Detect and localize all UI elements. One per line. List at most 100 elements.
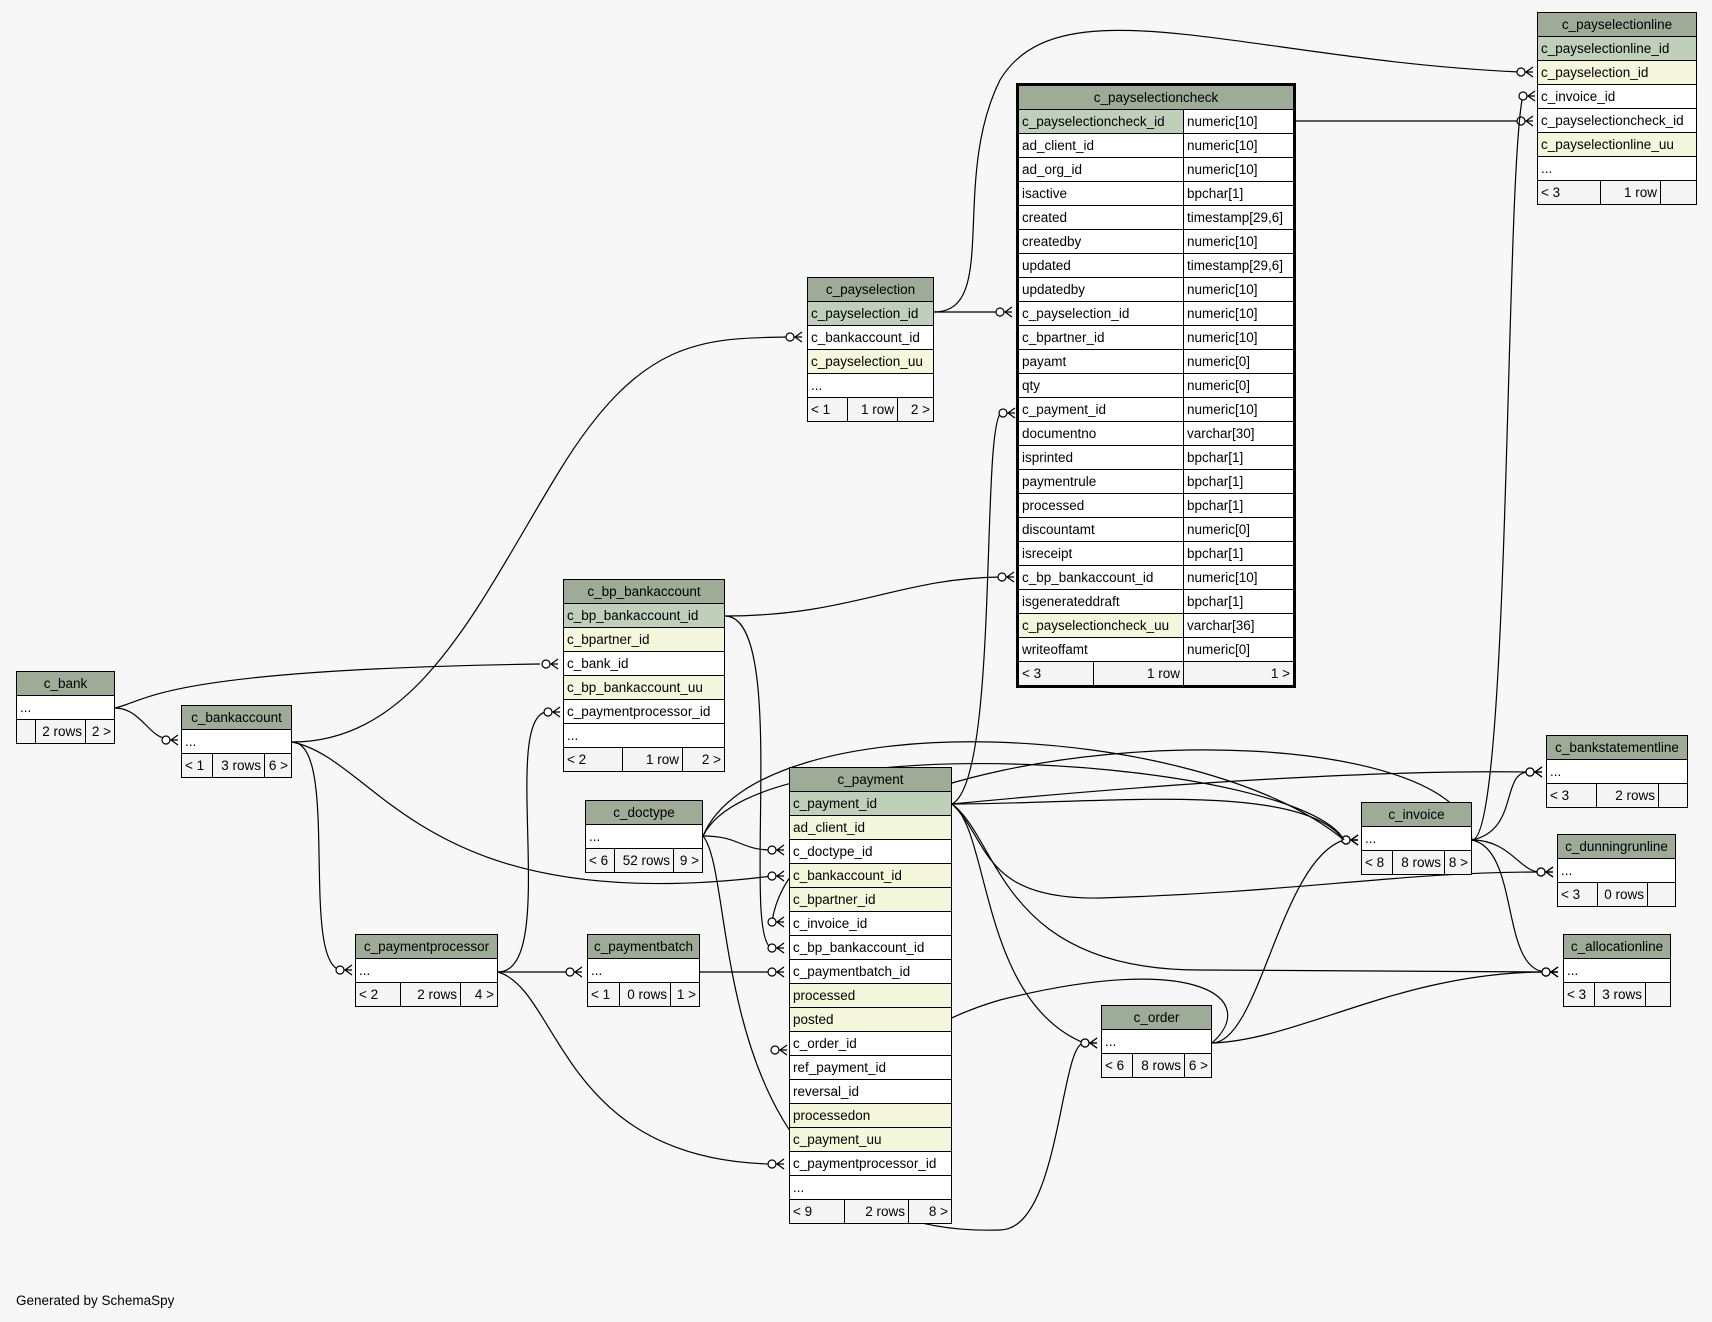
optional-marker (1341, 835, 1351, 845)
table-title[interactable]: c_bp_bankaccount (564, 580, 724, 604)
optional-marker (1536, 867, 1546, 877)
column-name: ... (811, 378, 823, 393)
many-marker (1007, 407, 1016, 419)
parent-count[interactable]: < 3 (1022, 666, 1042, 681)
parent-count[interactable]: < 3 (1550, 788, 1570, 803)
table-title[interactable]: c_paymentprocessor (356, 935, 497, 959)
column-name: ... (1365, 831, 1377, 846)
child-count[interactable]: 6 > (264, 754, 291, 777)
parent-count[interactable]: < 9 (793, 1204, 813, 1219)
parent-count[interactable]: < 3 (1561, 887, 1581, 902)
table-title[interactable]: c_bankaccount (182, 706, 291, 730)
column-row: ... (1102, 1030, 1211, 1054)
child-count[interactable]: 4 > (460, 983, 497, 1006)
column-type: numeric[10] (1183, 110, 1293, 133)
parent-count[interactable]: < 6 (1105, 1058, 1125, 1073)
parent-count[interactable]: < 2 (567, 752, 587, 767)
parent-count[interactable]: < 3 (1541, 185, 1561, 200)
column-type: bpchar[1] (1183, 470, 1293, 493)
table-title[interactable]: c_order (1102, 1006, 1211, 1030)
column-name: c_payselectionline_uu (1541, 137, 1674, 152)
column-row: c_bank_id (564, 652, 724, 676)
table-title[interactable]: c_bank (17, 672, 114, 696)
column-name: c_payment_id (793, 796, 878, 811)
parent-count[interactable]: < 2 (359, 987, 379, 1002)
parent-count[interactable] (17, 720, 35, 743)
row-count: 52 rows (614, 849, 673, 872)
relationship-line (702, 835, 773, 851)
column-type: bpchar[1] (1183, 590, 1293, 613)
many-marker (794, 331, 803, 343)
column-name: ... (359, 963, 371, 978)
table-title[interactable]: c_doctype (586, 801, 702, 825)
relationship-line (951, 803, 1085, 1044)
relationship-line (291, 741, 773, 885)
table-title[interactable]: c_payselection (808, 278, 933, 302)
optional-marker (1516, 116, 1526, 126)
table-title[interactable]: c_paymentbatch (588, 935, 699, 959)
column-type: bpchar[1] (1183, 494, 1293, 517)
child-count[interactable] (1645, 983, 1670, 1006)
parent-count[interactable]: < 1 (591, 987, 611, 1002)
table-title[interactable]: c_bankstatementline (1547, 736, 1687, 760)
parent-count[interactable]: < 1 (811, 402, 831, 417)
child-count[interactable]: 2 > (682, 748, 724, 771)
table-title[interactable]: c_dunningrunline (1558, 835, 1675, 859)
table-title[interactable]: c_payment (790, 768, 951, 792)
parent-count[interactable]: < 3 (1567, 987, 1587, 1002)
row-count: 1 row (622, 748, 682, 771)
column-name: c_payselectionline_id (1541, 41, 1670, 56)
row-count: 8 rows (1132, 1054, 1184, 1077)
column-type: numeric[10] (1183, 134, 1293, 157)
child-count[interactable]: 8 > (1444, 851, 1471, 874)
column-row: c_payment_id (790, 792, 951, 816)
column-row: ... (586, 825, 702, 849)
child-count[interactable]: 6 > (1184, 1054, 1211, 1077)
many-marker (1550, 966, 1559, 978)
parent-count[interactable]: < 8 (1365, 855, 1385, 870)
column-name: ... (1561, 863, 1573, 878)
child-count[interactable]: 1 > (670, 983, 699, 1006)
table-title[interactable]: c_payselectioncheck (1019, 86, 1293, 110)
parent-count[interactable]: < 6 (589, 853, 609, 868)
parent-count[interactable]: < 1 (185, 758, 205, 773)
table-title[interactable]: c_invoice (1362, 803, 1471, 827)
child-count[interactable]: 9 > (673, 849, 702, 872)
relationship-line (291, 741, 341, 971)
table-title[interactable]: c_allocationline (1564, 935, 1670, 959)
column-type: numeric[10] (1183, 158, 1293, 181)
column-row: processed (790, 984, 951, 1008)
many-marker (776, 870, 785, 882)
column-name: ... (793, 1180, 805, 1195)
column-name: c_order_id (793, 1036, 857, 1051)
child-count[interactable]: 2 > (897, 398, 933, 421)
child-count[interactable]: 8 > (908, 1200, 951, 1223)
child-count[interactable] (1658, 784, 1687, 807)
child-count[interactable]: 1 > (1183, 662, 1293, 685)
child-count[interactable]: 2 > (85, 720, 114, 743)
column-row: c_invoice_id (1538, 85, 1696, 109)
child-count[interactable] (1660, 181, 1696, 204)
table-title[interactable]: c_payselectionline (1538, 13, 1696, 37)
row-count: 2 rows (844, 1200, 908, 1223)
child-count[interactable] (1647, 883, 1675, 906)
